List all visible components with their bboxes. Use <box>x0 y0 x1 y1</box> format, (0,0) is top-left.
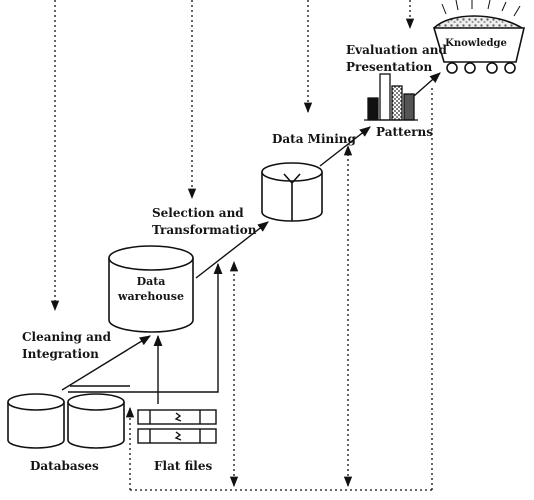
feedback-dotted-lines <box>50 0 415 312</box>
patterns-label: Patterns <box>376 125 433 139</box>
evaluation-line2: Presentation <box>346 60 433 74</box>
return-dotted-loop <box>125 85 433 491</box>
data-mining-label: Data Mining <box>272 132 356 146</box>
data-warehouse-icon <box>108 245 194 333</box>
data-mining-icon <box>261 162 323 222</box>
databases-label: Databases <box>30 459 99 473</box>
process-arrows <box>61 72 441 404</box>
evaluation-line1: Evaluation and <box>346 43 447 57</box>
knowledge-label: Knowledge <box>445 38 507 49</box>
flat-files-icon <box>137 409 217 444</box>
data-warehouse-label: Data warehouse <box>112 274 190 304</box>
warehouse-line1: Data <box>136 275 166 288</box>
selection-transformation-label: Selection and Transformation <box>152 205 256 239</box>
databases-icon <box>7 393 125 449</box>
warehouse-line2: warehouse <box>118 290 184 303</box>
flat-files-label: Flat files <box>154 459 213 473</box>
cleaning-line2: Integration <box>22 347 99 361</box>
patterns-icon <box>364 73 418 121</box>
knowledge-icon <box>432 0 526 74</box>
cleaning-line1: Cleaning and <box>22 330 111 344</box>
evaluation-presentation-label: Evaluation and Presentation <box>346 42 447 76</box>
cleaning-integration-label: Cleaning and Integration <box>22 329 111 363</box>
selection-line1: Selection and <box>152 206 244 220</box>
selection-line2: Transformation <box>152 223 257 237</box>
